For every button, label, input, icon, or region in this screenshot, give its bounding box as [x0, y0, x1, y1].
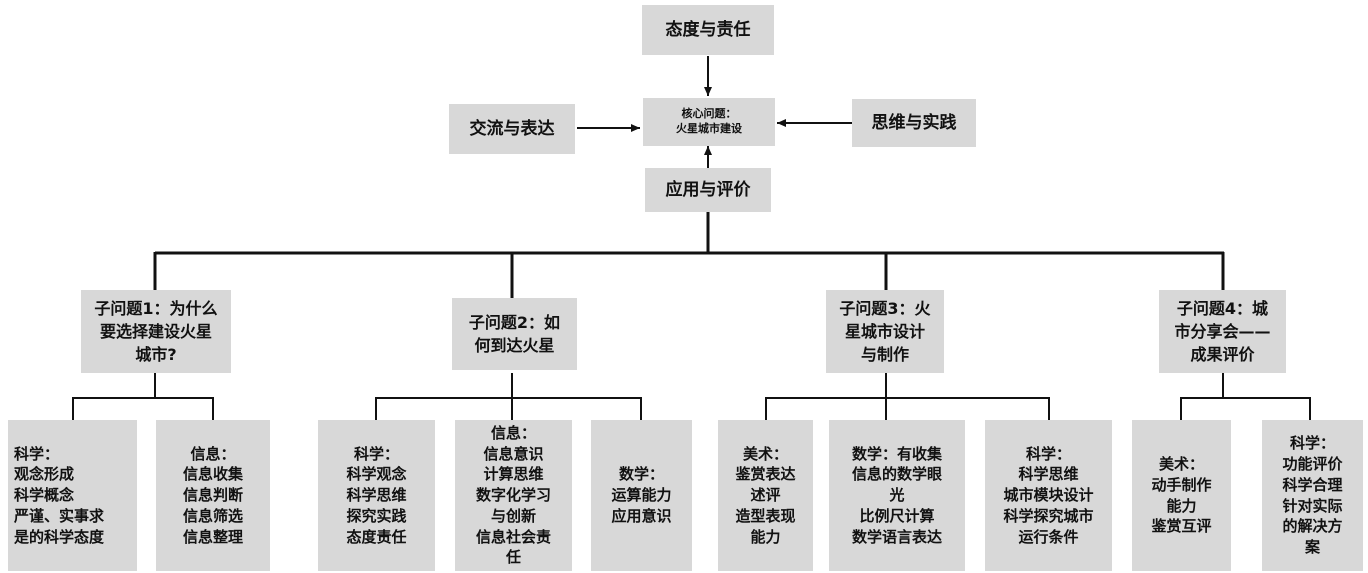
- leaf-4-art: 美术： 动手制作 能力 鉴赏互评: [1132, 420, 1231, 571]
- sub-question-1: 子问题1：为什么 要选择建设火星 城市?: [81, 290, 231, 373]
- communication-expression-node: 交流与表达: [449, 104, 575, 154]
- leaf-2-science: 科学： 科学观念 科学思维 探究实践 态度责任: [318, 420, 435, 571]
- thinking-practice-node: 思维与实践: [852, 99, 976, 147]
- leaf-1-science: 科学： 观念形成 科学概念 严谨、实事求 是的科学态度: [8, 420, 137, 571]
- core-question-node: 核心问题： 火星城市建设: [643, 98, 775, 146]
- leaf-4-science: 科学： 功能评价 科学合理 针对实际 的解决方 案: [1262, 420, 1363, 571]
- leaf-2-information: 信息： 信息意识 计算思维 数字化学习 与创新 信息社会责 任: [455, 420, 572, 571]
- sub-question-2: 子问题2：如 何到达火星: [452, 298, 577, 370]
- leaf-3-art: 美术： 鉴赏表达 述评 造型表现 能力: [718, 420, 813, 571]
- attitude-responsibility-node: 态度与责任: [642, 5, 774, 55]
- leaf-3-science: 科学： 科学思维 城市模块设计 科学探究城市 运行条件: [985, 420, 1112, 571]
- leaf-1-information: 信息： 信息收集 信息判断 信息筛选 信息整理: [156, 420, 270, 571]
- sub-question-4: 子问题4：城 市分享会—— 成果评价: [1159, 290, 1286, 373]
- leaf-2-math: 数学： 运算能力 应用意识: [591, 420, 692, 571]
- application-evaluation-node: 应用与评价: [645, 168, 771, 212]
- leaf-3-math: 数学：有收集 信息的数学眼 光 比例尺计算 数学语言表达: [829, 420, 965, 571]
- sub-question-3: 子问题3：火 星城市设计 与制作: [826, 290, 944, 373]
